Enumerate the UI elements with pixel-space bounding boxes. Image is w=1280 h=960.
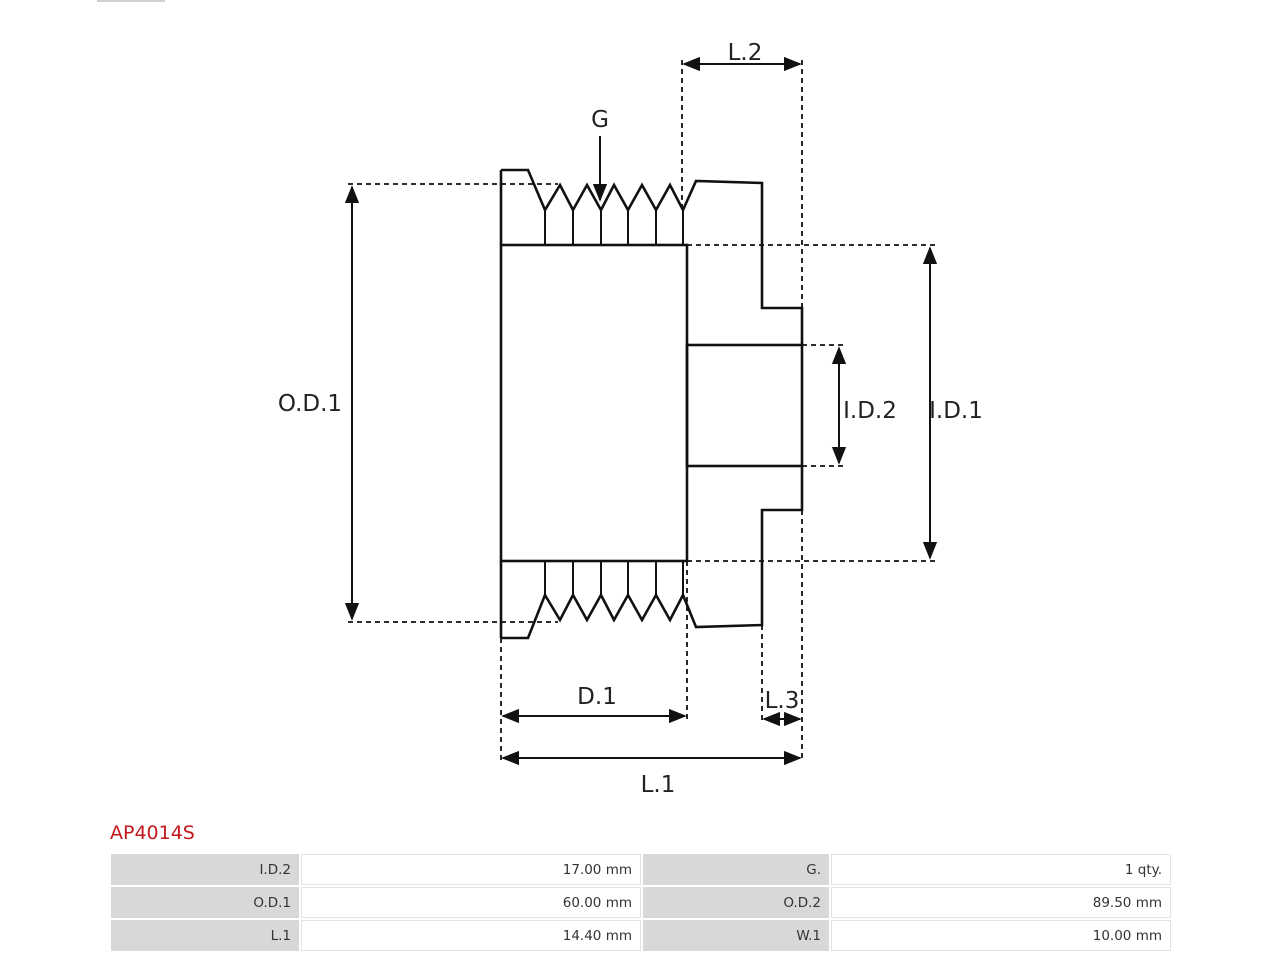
- spec-value: 14.40 mm: [301, 920, 641, 951]
- label-id1: I.D.1: [929, 398, 983, 424]
- spec-value: 17.00 mm: [301, 854, 641, 885]
- table-row: L.1 14.40 mm W.1 10.00 mm: [111, 920, 1171, 951]
- spec-key: L.1: [111, 920, 299, 951]
- spec-key: O.D.2: [643, 887, 829, 918]
- label-l1: L.1: [641, 772, 676, 798]
- table-row: O.D.1 60.00 mm O.D.2 89.50 mm: [111, 887, 1171, 918]
- label-d1: D.1: [577, 684, 617, 710]
- spec-key: I.D.2: [111, 854, 299, 885]
- pulley-bore-section: [499, 243, 689, 563]
- spec-key: G.: [643, 854, 829, 885]
- spec-key: O.D.1: [111, 887, 299, 918]
- table-row: I.D.2 17.00 mm G. 1 qty.: [111, 854, 1171, 885]
- top-edge-mark: [97, 0, 165, 2]
- top-grooves: [501, 168, 804, 345]
- rib-lines-top: [544, 210, 684, 245]
- label-id2: I.D.2: [843, 398, 897, 424]
- label-od1: O.D.1: [278, 391, 342, 417]
- spec-value: 1 qty.: [831, 854, 1171, 885]
- spec-value: 60.00 mm: [301, 887, 641, 918]
- spec-value: 89.50 mm: [831, 887, 1171, 918]
- part-number: AP4014S: [110, 822, 195, 844]
- pulley-body: [499, 168, 804, 640]
- label-l2: L.2: [728, 40, 763, 66]
- label-g: G: [591, 107, 609, 133]
- hub-section: [685, 343, 804, 468]
- specs-table: I.D.2 17.00 mm G. 1 qty. O.D.1 60.00 mm …: [109, 852, 1173, 953]
- spec-key: W.1: [643, 920, 829, 951]
- spec-value: 10.00 mm: [831, 920, 1171, 951]
- dimension-arrows: [344, 56, 938, 766]
- pulley-technical-drawing: L.2 G O.D.1 I.D.2 I.D.1 D.1 L.3 L.1: [278, 40, 983, 798]
- label-l3: L.3: [765, 688, 800, 714]
- extension-lines: [348, 60, 935, 762]
- rib-lines-bottom: [544, 561, 684, 595]
- bottom-grooves: [501, 466, 804, 640]
